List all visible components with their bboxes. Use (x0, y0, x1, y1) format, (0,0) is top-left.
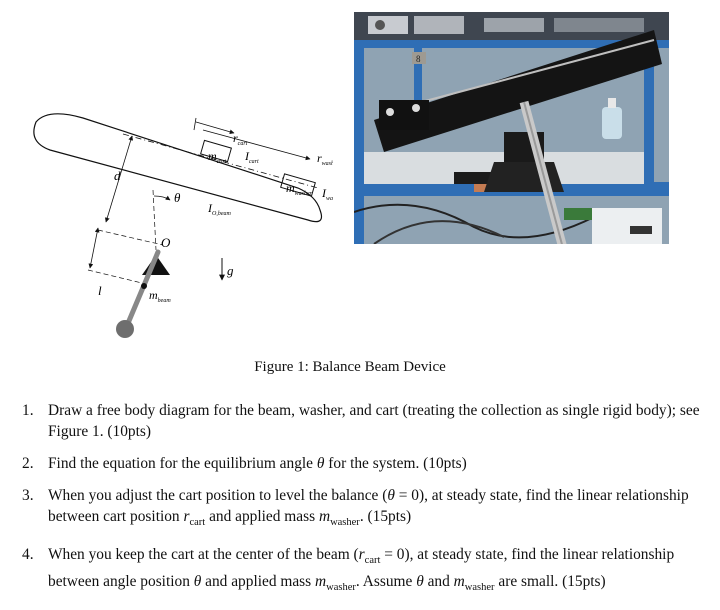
question-3: 3. When you adjust the cart position to … (22, 485, 712, 533)
r-cart-var: r (183, 508, 190, 525)
m-washer-sub: washer (330, 517, 360, 529)
m-washer-var: m (318, 508, 331, 525)
beam-outline (33, 113, 323, 223)
r-cart-arrow (195, 121, 235, 135)
m-washer-var: m (315, 573, 327, 591)
question-4: 4. When you keep the cart at the center … (22, 544, 712, 598)
theta-symbol: θ (193, 573, 202, 591)
question-number: 1. (22, 402, 34, 419)
balance-beam-schematic: rcart Icart mcart rwasher mwasher Iwashe… (33, 113, 333, 338)
I-beam-label: IO,beam (207, 201, 231, 217)
m-washer-sub: washer (326, 582, 356, 594)
question-list: 1. Draw a free body diagram for the beam… (22, 400, 712, 609)
question-text: for the system. (10pts) (324, 455, 467, 472)
m-cart-label: mcart (208, 149, 227, 165)
question-text: Find the equation for the equilibrium an… (48, 455, 317, 472)
washer-block (280, 173, 316, 197)
question-number: 3. (22, 487, 34, 504)
I-cart-label: Icart (244, 149, 259, 165)
question-2: 2. Find the equation for the equilibrium… (22, 453, 712, 474)
question-text: When you adjust the cart position to lev… (48, 487, 388, 504)
question-text: . Assume (355, 573, 417, 591)
question-text: and applied mass (205, 508, 319, 525)
l-label: l (98, 283, 102, 298)
m-beam-label: mbeam (149, 288, 171, 304)
pendulum-bob (116, 320, 134, 338)
photo-beam (374, 30, 662, 152)
pendulum-rod (123, 249, 161, 331)
figure-caption: Figure 1: Balance Beam Device (254, 359, 446, 375)
cart-block (199, 139, 233, 163)
question-text: = 0), at steady state, find the linear r… (48, 487, 689, 525)
l-dimension (88, 227, 100, 269)
question-1: 1. Draw a free body diagram for the beam… (22, 400, 712, 442)
r-cart-sub: cart (189, 517, 206, 529)
question-text: are small. (15pts) (494, 573, 606, 591)
m-washer-var: m (453, 573, 465, 591)
theta-symbol: θ (387, 487, 395, 504)
r-washer-arrow (202, 129, 311, 161)
r-cart-var: r (358, 546, 365, 564)
question-text: Draw a free body diagram for the beam, w… (48, 402, 700, 440)
question-text: and (423, 573, 454, 591)
r-washer-label: rwasher (317, 151, 333, 167)
pivot-O-label: O (161, 235, 171, 250)
m-washer-sub: washer (464, 582, 495, 594)
m-washer-label: mwasher (286, 181, 313, 197)
question-number: 2. (22, 455, 34, 472)
r-cart-label: rcart (233, 131, 248, 147)
question-text: . (15pts) (359, 508, 412, 525)
question-text: = 0), at steady state, find the linear r… (48, 546, 675, 591)
I-washer-label: Iwasher (321, 186, 333, 202)
theta-symbol: θ (316, 455, 325, 472)
question-text: and applied mass (201, 573, 316, 591)
d-label: d (114, 168, 121, 183)
theta-symbol: θ (416, 573, 424, 591)
panel-number: 8 (416, 54, 421, 64)
question-text: When you keep the cart at the center of … (48, 546, 359, 564)
device-photo: 8 (354, 12, 669, 244)
question-number: 4. (22, 546, 34, 564)
theta-label: θ (174, 190, 181, 205)
d-dimension (104, 135, 134, 223)
r-cart-sub: cart (364, 555, 381, 567)
g-label: g (227, 263, 234, 278)
